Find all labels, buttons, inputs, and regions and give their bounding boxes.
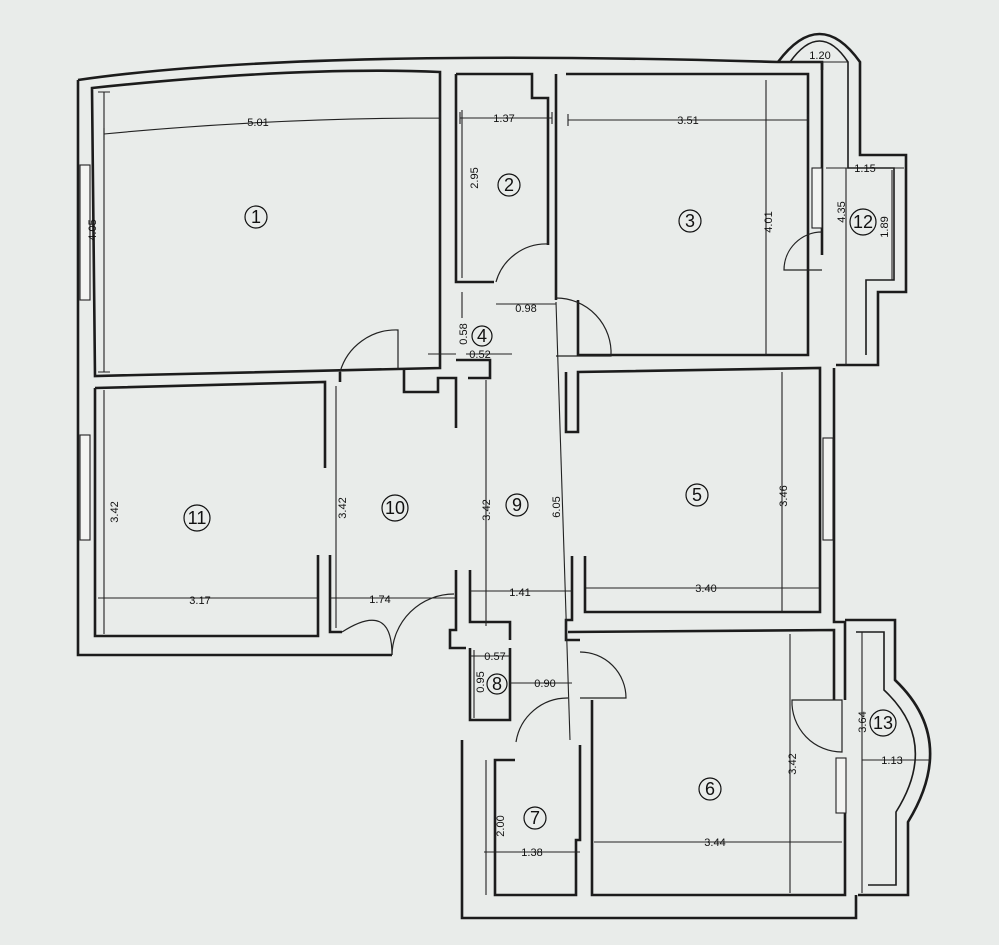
room-7-label: 7 — [530, 808, 540, 828]
dim-r3-height: 4.01 — [763, 211, 775, 232]
dim-r12-top: 1.20 — [809, 50, 830, 62]
room-5-label: 5 — [692, 485, 702, 505]
dim-r2-height: 2.95 — [469, 167, 481, 188]
dim-r9-width: 1.41 — [509, 587, 530, 599]
dim-r4-width: 0.52 — [469, 349, 490, 361]
window-room6 — [835, 757, 847, 814]
door-room3 — [555, 297, 612, 357]
dim-r9-height: 3.42 — [481, 499, 493, 520]
dim-r7-height: 2.00 — [495, 815, 507, 836]
door-room11 — [341, 619, 393, 656]
room-9-label: 9 — [512, 495, 522, 515]
dim-r13-width: 1.13 — [881, 755, 902, 767]
doors — [339, 231, 843, 753]
room-10-label: 10 — [385, 498, 405, 518]
dim-r13-height: 3.64 — [857, 711, 869, 732]
dimension-lines — [98, 61, 930, 895]
window-room5 — [822, 437, 834, 541]
dim-r8-width: 0.57 — [484, 651, 505, 663]
door-room2 — [495, 243, 549, 283]
room-2-label: 2 — [504, 175, 514, 195]
room-12-label: 12 — [853, 212, 873, 232]
door-balcony12 — [783, 231, 823, 271]
dim-r6-width: 3.44 — [704, 837, 725, 849]
balcony-13 — [845, 618, 932, 897]
door-room6 — [579, 651, 627, 699]
dim-r12-height: 1.89 — [879, 216, 891, 237]
room-11-label: 11 — [188, 508, 207, 528]
dim-r12-side: 4.35 — [836, 201, 848, 222]
dim-r11-height: 3.42 — [109, 501, 121, 522]
window-room1 — [79, 164, 91, 301]
room-8-label: 8 — [492, 674, 502, 694]
door-room10 — [391, 593, 455, 656]
dim-r10-height: 3.42 — [337, 497, 349, 518]
door-room7 — [515, 697, 569, 743]
windows — [79, 164, 847, 814]
dim-r6-height: 3.42 — [787, 753, 799, 774]
dim-r4-gap: 0.98 — [515, 303, 536, 315]
dim-r8-height: 0.95 — [475, 671, 487, 692]
dimension-labels: 5.01 4.05 1.37 2.95 3.51 4.01 1.20 1.15 … — [87, 50, 903, 859]
door-room1 — [339, 329, 399, 373]
dim-r2-width: 1.37 — [493, 113, 514, 125]
dim-r5-width: 3.40 — [695, 583, 716, 595]
door-balcony13 — [791, 699, 843, 753]
room-circles — [183, 173, 897, 830]
dim-r8-gap: 0.90 — [534, 678, 555, 690]
dim-r9-long: 6.05 — [551, 496, 563, 517]
dim-r3-width: 3.51 — [677, 115, 698, 127]
room-3-label: 3 — [685, 211, 695, 231]
dim-r12-width: 1.15 — [854, 163, 875, 175]
dim-r4-height: 0.58 — [458, 323, 470, 344]
dim-r7-width: 1.38 — [521, 847, 542, 859]
room-13-label: 13 — [873, 713, 893, 733]
dim-r5-height: 3.46 — [778, 485, 790, 506]
window-room3 — [811, 167, 823, 229]
dim-r1-width: 5.01 — [247, 117, 268, 129]
room-4-label: 4 — [477, 326, 487, 346]
room-1-label: 1 — [251, 207, 261, 227]
balcony-12 — [776, 32, 908, 367]
dim-r10-width: 1.74 — [369, 594, 390, 606]
window-room11 — [79, 434, 91, 541]
dim-r1-height: 4.05 — [87, 219, 99, 240]
room-labels: 1 2 3 4 5 6 7 8 9 10 11 12 13 — [188, 175, 893, 828]
dim-r11-width: 3.17 — [189, 595, 210, 607]
walls — [76, 56, 858, 920]
room-6-label: 6 — [705, 779, 715, 799]
